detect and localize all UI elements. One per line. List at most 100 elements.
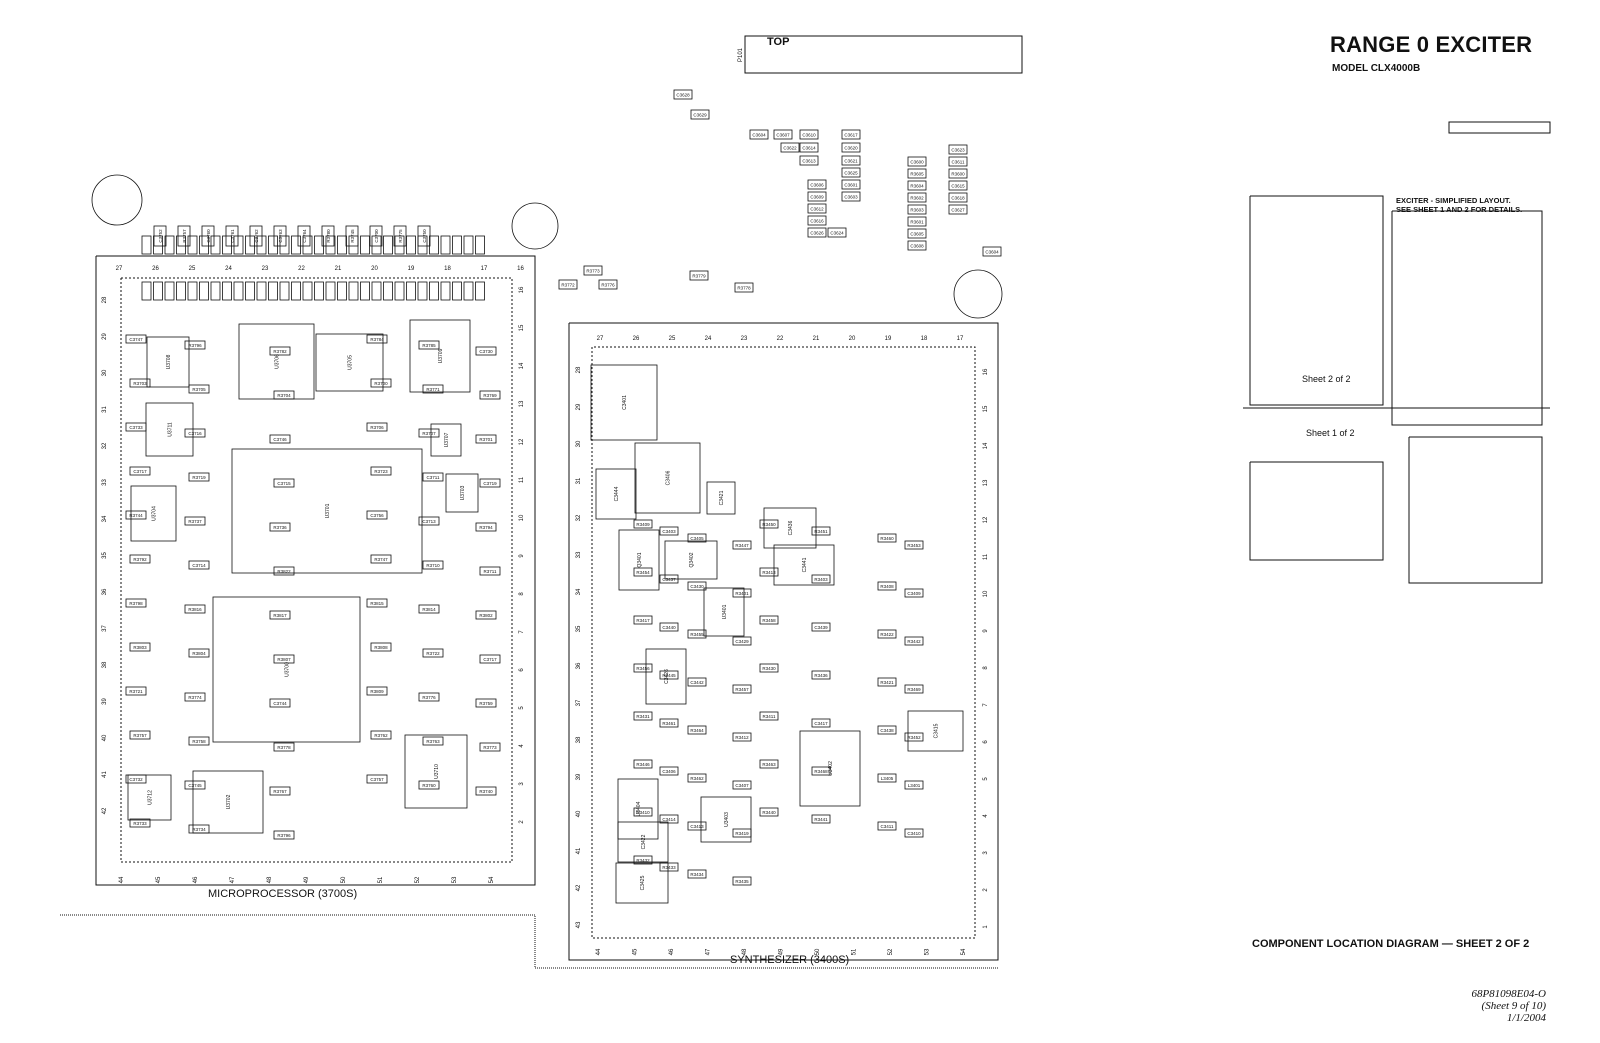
part-top-c3607-3-label: C3607: [776, 133, 790, 138]
part-r3736-26: R3736: [269, 522, 291, 532]
synth-right-num-11: 11: [983, 553, 989, 560]
part-r3419-51: R3419: [732, 828, 752, 838]
part-top-c3629-1: C3629: [690, 109, 710, 120]
synth-bottom-num-44: 44: [596, 948, 602, 955]
synth-top-num-23: 23: [741, 336, 748, 342]
part-r3719-19-label: R3719: [192, 475, 206, 480]
cap-c3421: C3421: [706, 481, 736, 515]
synth-side-num-30: 30: [576, 440, 582, 447]
part-r3445-25-label: R3445: [662, 673, 676, 678]
synth-right-num-8: 8: [983, 666, 989, 670]
key-small-box: [1448, 121, 1551, 134]
part-r3447-3: R3447: [732, 540, 752, 550]
ic-u3704-label: U3704: [152, 506, 158, 521]
synth-side-num-34: 34: [576, 588, 582, 595]
part-c3442-26-label: C3442: [690, 680, 704, 685]
part-r3776-52: R3776: [418, 692, 440, 702]
ic-u3702-label: U3702: [226, 794, 232, 809]
synth-right-num-7: 7: [983, 703, 989, 707]
part-r3816-37-label: R3816: [188, 607, 202, 612]
micro-right-num-37: 7: [519, 630, 525, 634]
part-top-r3773-38: R3773: [583, 265, 603, 276]
part-r3412-35-label: R3412: [735, 735, 749, 740]
ic-u3401: U3401: [703, 587, 745, 637]
sip-pad-b-11: [268, 235, 278, 255]
part-r3401-11-label: R3401: [735, 591, 749, 596]
part-r3703-6-label: R3703: [133, 381, 147, 386]
ic-q3402-label: Q3402: [689, 552, 695, 567]
cap-c3422-label: C3422: [641, 834, 647, 849]
micro-right-num-35: 9: [519, 554, 525, 558]
part-top-c3618-32: C3618: [948, 192, 968, 203]
layout-note: EXCITER - SIMPLIFIED LAYOUT. SEE SHEET 1…: [1396, 196, 1522, 214]
micro-right-num-31: 13: [519, 400, 525, 407]
part-top-r3600-30-label: R3600: [951, 172, 965, 177]
part-r3469-31: R3469: [904, 684, 924, 694]
part-top-c3601-12-label: C3601: [844, 183, 858, 188]
micro-top-num-19: 19: [408, 266, 415, 272]
part-c3756-27-label: C3756: [370, 513, 384, 518]
part-r3733-66-label: R3733: [133, 821, 147, 826]
part-r3773-59: R3773: [479, 742, 501, 752]
sip-pad-23: [406, 281, 416, 301]
part-r3432-56: R3432: [633, 855, 653, 865]
part-c3406-41: C3406: [659, 766, 679, 776]
sip-pad-b-16: [325, 235, 336, 255]
part-r3442-23: R3442: [904, 636, 924, 646]
sip-pad-19: [360, 281, 370, 301]
sip-pad-0: [141, 281, 152, 301]
part-c3407-43-label: C3407: [735, 783, 749, 788]
ic-u3701: U3701: [231, 448, 423, 574]
part-r3409-0: R3409: [633, 519, 653, 529]
micro-side-num-29: 29: [102, 333, 108, 340]
part-c3411-54: C3411: [877, 821, 897, 831]
part-r3796-1: R3796: [184, 340, 206, 350]
part-top-r3778-36-label: R3778: [737, 286, 751, 291]
part-r3807-44: R3807: [273, 654, 295, 664]
sip-pad-b-3: [176, 235, 186, 255]
part-r3722-46: R3722: [422, 648, 444, 658]
part-r3401-11: R3401: [732, 588, 752, 598]
part-r3430-28: R3430: [759, 663, 779, 673]
part-c3413-50: C3413: [687, 821, 707, 831]
part-c3719-23-label: C3719: [483, 481, 497, 486]
synth-board-inner: [591, 346, 976, 939]
document-number: 68P81098E04-O: [1471, 988, 1546, 1000]
part-c3717-18-label: C3717: [133, 469, 147, 474]
synth-bottom-num-54: 54: [961, 948, 967, 955]
part-r3431-32-label: R3431: [636, 714, 650, 719]
micro-board-outline: [95, 255, 536, 886]
synth-side-num-35: 35: [576, 625, 582, 632]
part-top-c3620-9-label: C3620: [844, 146, 858, 151]
ic-u3712: U3712: [127, 774, 172, 821]
part-r3785-4-label: R3785: [422, 343, 436, 348]
part-c3745-61: C3745: [184, 780, 206, 790]
ic-u3401-label: U3401: [722, 604, 728, 619]
synth-side-num-31: 31: [576, 477, 582, 484]
part-c3730-5: C3730: [475, 346, 497, 356]
part-r3815-39-label: R3815: [370, 601, 384, 606]
sip-pad-11: [268, 281, 278, 301]
part-r3809-51: R3809: [366, 686, 388, 696]
part-r3784-3: R3784: [366, 334, 388, 344]
micro-top-num-17: 17: [481, 266, 488, 272]
part-top-r3603-24: R3603: [907, 204, 927, 215]
part-r3792-30: R3792: [129, 554, 151, 564]
part-top-r3773-38-label: R3773: [586, 269, 600, 274]
part-r3453-7-label: R3453: [907, 543, 921, 548]
part-c3733-12: C3733: [125, 422, 147, 432]
part-top-r3605-21: R3605: [907, 168, 927, 179]
synth-board-outline: [568, 322, 999, 961]
micro-right-num-33: 11: [519, 476, 525, 483]
cap-c3421-label: C3421: [719, 490, 725, 505]
part-c3747-0-label: C3747: [129, 337, 143, 342]
key-sheet1-left: [1249, 461, 1384, 561]
ic-u3703: U3703: [445, 473, 479, 513]
ic-u3700: U3700: [212, 596, 361, 743]
part-r3774-49: R3774: [184, 692, 206, 702]
part-top-c3612-16: C3612: [807, 203, 827, 214]
micro-side-num-32: 32: [102, 442, 108, 449]
synth-top-num-21: 21: [813, 336, 820, 342]
synth-side-num-32: 32: [576, 514, 582, 521]
part-top-c3626-18-label: C3626: [810, 231, 824, 236]
